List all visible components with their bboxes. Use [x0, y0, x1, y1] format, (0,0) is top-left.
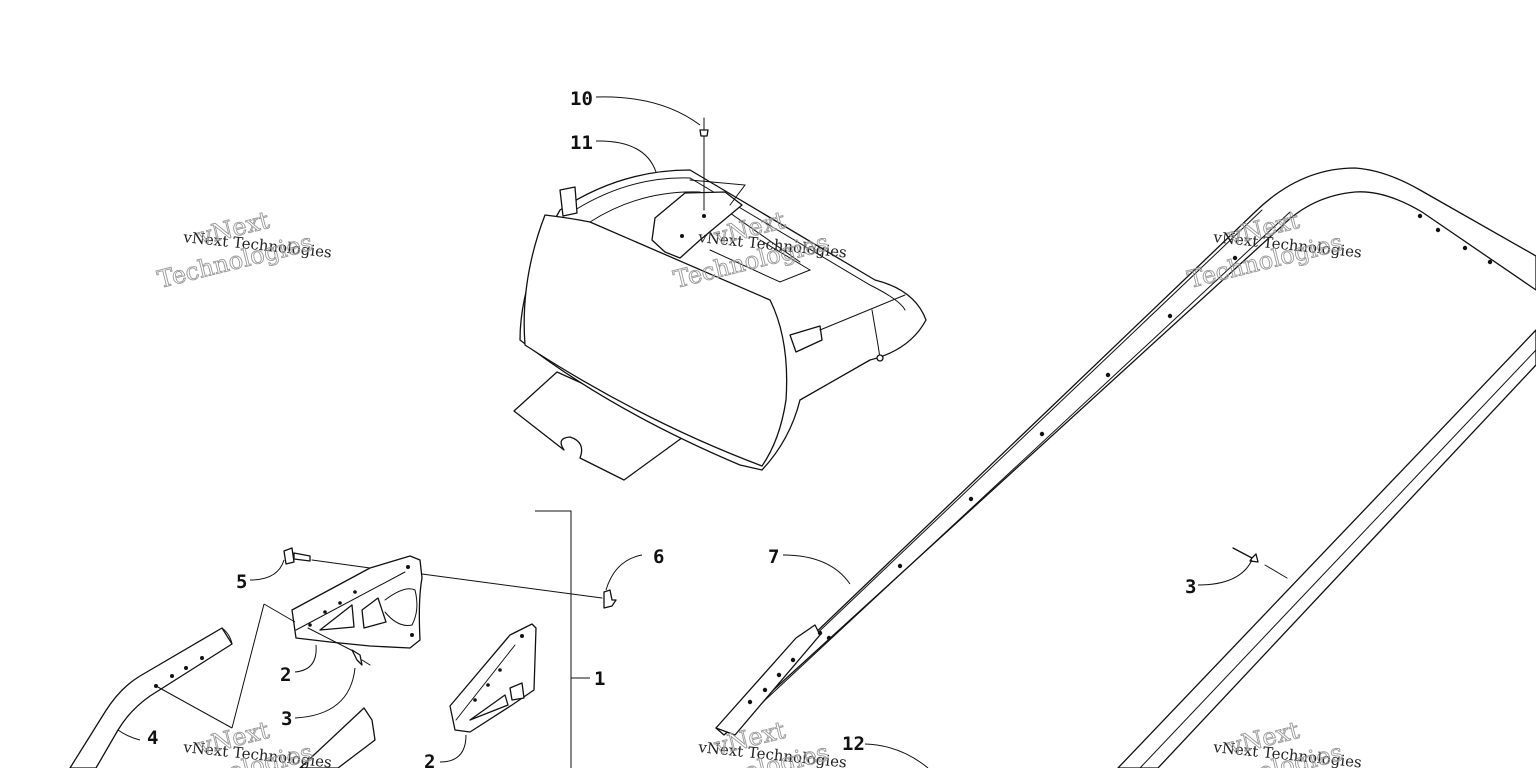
handle-bar-lower-piece: [299, 707, 376, 768]
callout-11: 11: [570, 132, 593, 154]
callout-3-frame: 3: [1185, 576, 1196, 598]
clip-6: [421, 573, 617, 609]
mounting-bracket-right: [449, 623, 537, 733]
callout-4: 4: [147, 727, 158, 749]
bolt-5: [283, 547, 371, 569]
callout-6: 6: [653, 546, 664, 568]
fastener-10: [699, 117, 709, 211]
callout-1: 1: [594, 668, 605, 690]
callout-7: 7: [768, 546, 779, 568]
frame-rail: [715, 167, 1536, 768]
callout-5: 5: [236, 571, 247, 593]
callout-10: 10: [570, 88, 593, 110]
callout-2-upper: 2: [280, 664, 291, 686]
rivet-3-left: [307, 627, 371, 666]
rivet-3-frame: [1232, 547, 1288, 579]
mounting-bracket-left: [291, 555, 423, 649]
callout-12: 12: [842, 733, 865, 755]
storage-bag: [513, 169, 927, 481]
callout-2-lower: 2: [424, 751, 435, 768]
callout-3-left: 3: [281, 708, 292, 730]
